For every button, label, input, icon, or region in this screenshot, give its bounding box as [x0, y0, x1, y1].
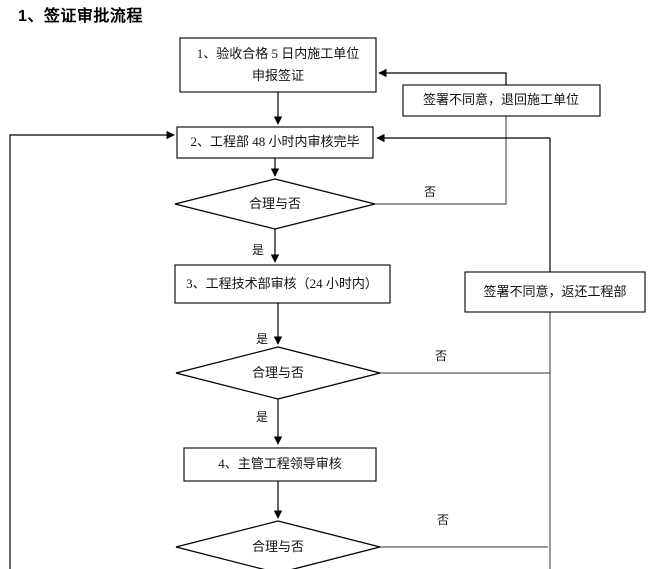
node-decision-2-label: 合理与否	[252, 365, 304, 380]
node-step4[interactable]: 4、主管工程领导审核	[183, 447, 377, 482]
node-reject1-shape	[402, 84, 601, 117]
node-step4-label: 4、主管工程领导审核	[218, 456, 342, 471]
edge-label-dec2-yes: 是	[256, 410, 268, 424]
node-decision-1-shape	[174, 178, 376, 230]
node-decision-1[interactable]: 合理与否	[174, 178, 376, 230]
edge-label-dec1-yes-lower: 是	[256, 332, 268, 346]
edge-label-dec1-yes: 是	[252, 243, 264, 257]
node-decision-3-shape	[175, 520, 381, 569]
node-reject2[interactable]: 签署不同意，返还工程部	[464, 271, 646, 313]
node-step2-label: 2、工程部 48 小时内审核完毕	[190, 134, 359, 149]
node-reject1-label: 签署不同意，退回施工单位	[423, 92, 579, 107]
node-decision-1-label: 合理与否	[249, 196, 301, 211]
node-step3-label: 3、工程技术部审核（24 小时内）	[186, 276, 378, 291]
node-step1-shape	[179, 37, 377, 93]
node-step1-label-line2: 申报签证	[252, 68, 304, 83]
node-step3-shape	[174, 264, 391, 304]
node-step1[interactable]: 1、验收合格 5 日内施工单位 申报签证	[179, 37, 377, 93]
node-reject2-shape	[464, 271, 646, 313]
edge-left-return-to-step2	[9, 130, 175, 569]
node-reject2-label: 签署不同意，返还工程部	[483, 284, 626, 299]
edge-label-dec3-no: 否	[437, 513, 449, 527]
page-title: 1、签证审批流程	[18, 8, 143, 25]
edge-label-dec2-no: 否	[435, 349, 447, 363]
node-decision-3[interactable]: 合理与否	[175, 520, 381, 569]
node-step2-shape	[176, 126, 374, 159]
node-step2[interactable]: 2、工程部 48 小时内审核完毕	[176, 126, 374, 159]
node-reject1[interactable]: 签署不同意，退回施工单位	[402, 84, 601, 117]
node-step3[interactable]: 3、工程技术部审核（24 小时内）	[174, 264, 391, 304]
node-step1-label-line1: 1、验收合格 5 日内施工单位	[197, 46, 360, 61]
edge-dec1-no-to-reject1	[375, 116, 507, 205]
node-decision-2[interactable]: 合理与否	[175, 346, 381, 400]
node-step4-shape	[183, 447, 377, 482]
node-decision-3-label: 合理与否	[252, 539, 304, 554]
node-decision-2-shape	[175, 346, 381, 400]
edge-reject1-to-step1	[378, 68, 507, 85]
edge-label-dec1-no: 否	[424, 185, 436, 199]
